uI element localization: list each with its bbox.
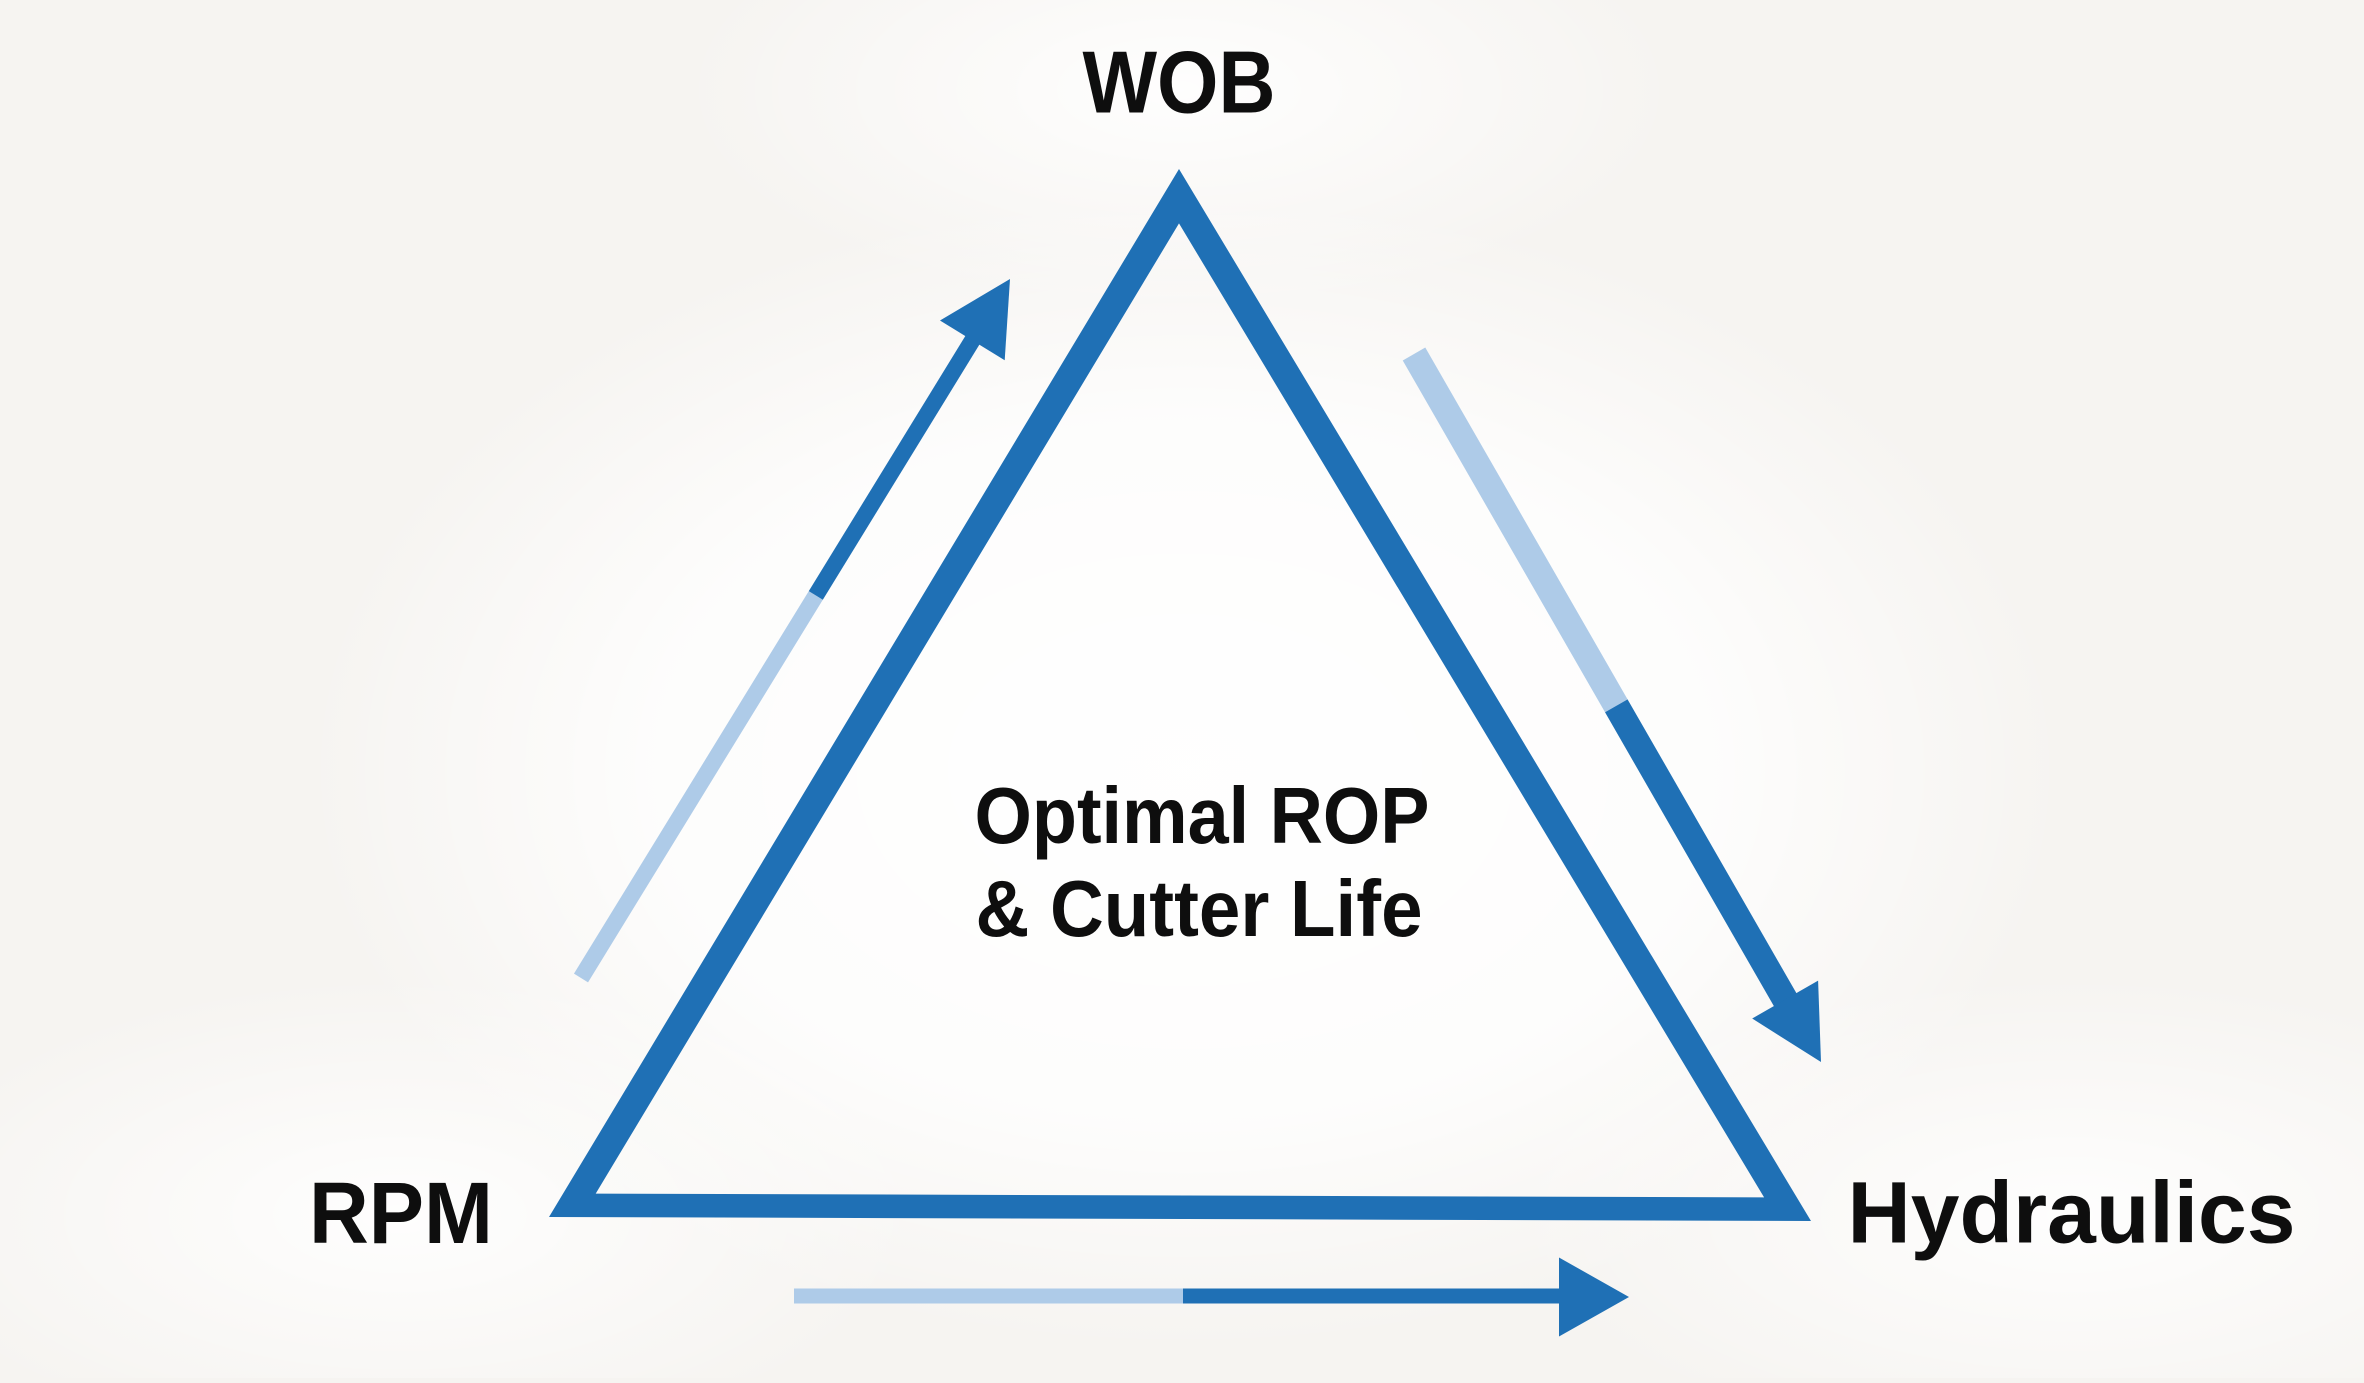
svg-text:& Cutter Life: & Cutter Life bbox=[976, 864, 1423, 953]
svg-text:Optimal ROP: Optimal ROP bbox=[975, 771, 1430, 860]
svg-text:WOB: WOB bbox=[1083, 33, 1276, 132]
svg-text:Hydraulics: Hydraulics bbox=[1848, 1165, 2296, 1262]
svg-text:RPM: RPM bbox=[309, 1165, 493, 1262]
